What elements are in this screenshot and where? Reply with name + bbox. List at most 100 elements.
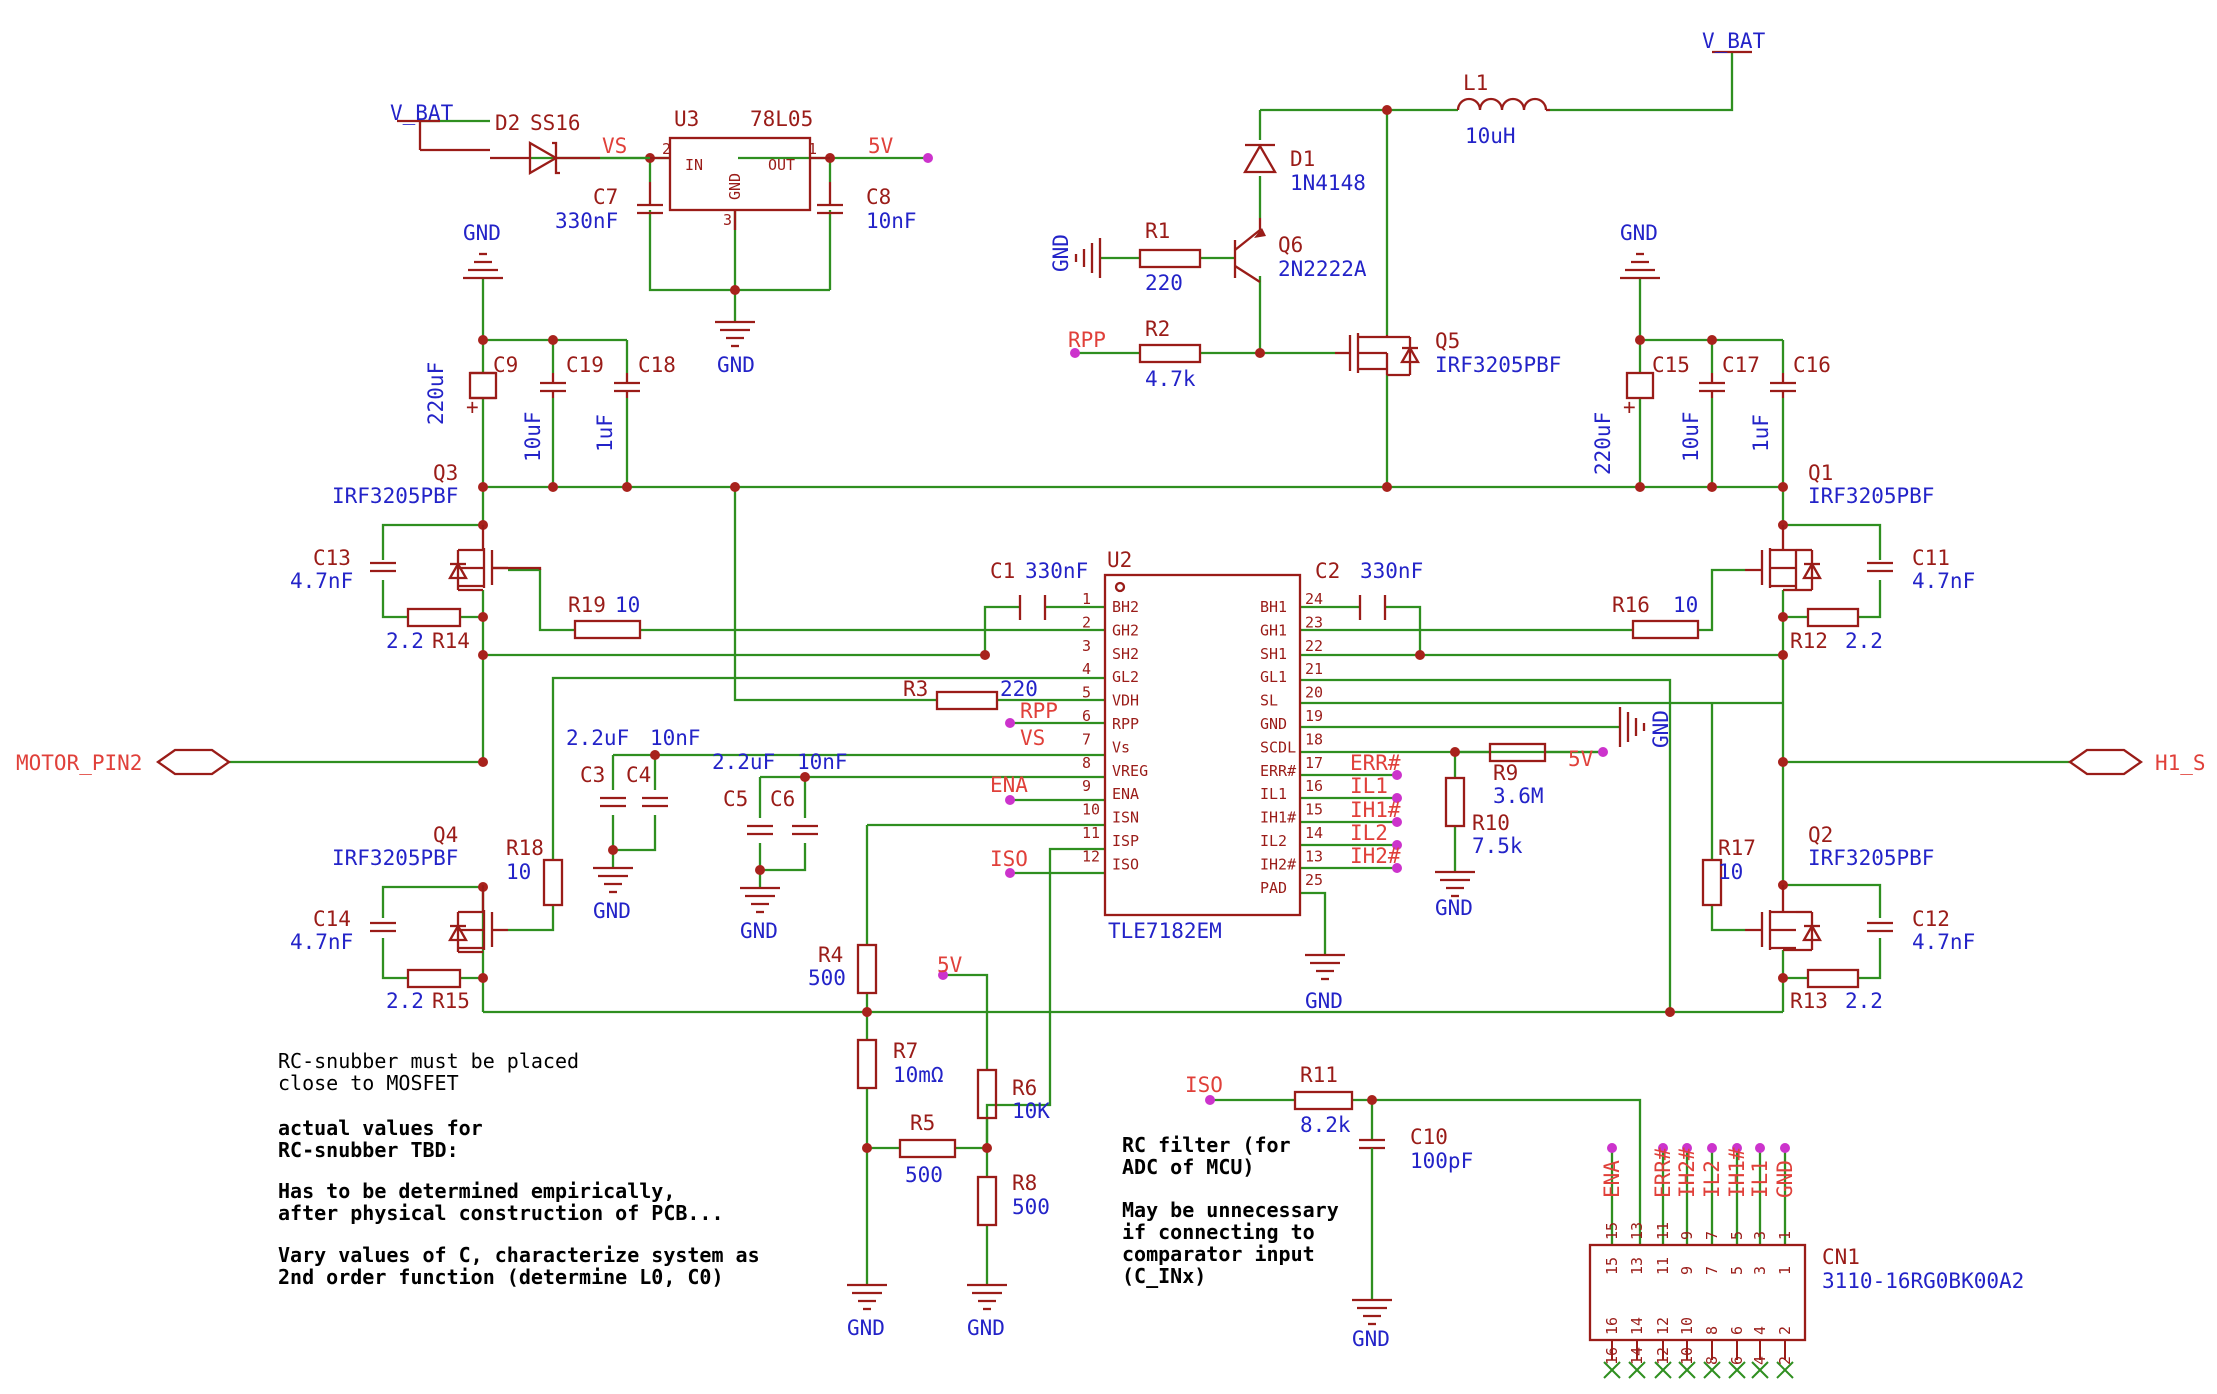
r6-value: 10K — [1012, 1099, 1050, 1123]
c4-value: 10nF — [650, 726, 701, 750]
u2-pin-number: 1 — [1082, 590, 1091, 608]
u2-pin-name: GH1 — [1260, 621, 1287, 639]
u2-pin-number: 6 — [1082, 707, 1091, 725]
wires — [228, 52, 2070, 1300]
c13-value: 4.7nF — [290, 569, 353, 593]
u2-pin-name: ISN — [1112, 809, 1139, 827]
q1-ref: Q1 — [1808, 461, 1833, 485]
cn1-pin-label: ENA — [1600, 1160, 1624, 1198]
u2-pin-name: GL2 — [1112, 668, 1139, 686]
gnd-label-c5: GND — [740, 919, 778, 943]
u2-pin-name: VREG — [1112, 762, 1148, 780]
c9-ref: C9 — [493, 353, 518, 377]
c2-value: 330nF — [1360, 559, 1423, 583]
cn1-pin-label: IL1 — [1748, 1160, 1772, 1198]
c14-ref: C14 — [313, 907, 351, 931]
cn1-top-number: 15 — [1603, 1222, 1621, 1240]
u2-pin-name: VDH — [1112, 692, 1139, 710]
cn1-bottom-inside: 14 — [1628, 1317, 1646, 1335]
u2-pin-number: 5 — [1082, 684, 1091, 702]
net-rpp-u2: RPP — [1020, 699, 1058, 723]
note-rc-1: RC filter (for — [1122, 1133, 1291, 1157]
c12-value: 4.7nF — [1912, 930, 1975, 954]
u2-pin-name: SH2 — [1112, 645, 1139, 663]
r1-ref: R1 — [1145, 219, 1170, 243]
junctions — [478, 105, 1788, 1153]
cn1-pin-label: IH1# — [1725, 1147, 1749, 1198]
c9-value: 220uF — [424, 362, 448, 425]
u3-value: 78L05 — [750, 107, 813, 131]
c3-value: 2.2uF — [566, 726, 629, 750]
u2-pin-number: 13 — [1305, 847, 1323, 865]
note-snubber-1: RC-snubber must be placed — [278, 1049, 579, 1073]
c13-ref: C13 — [313, 546, 351, 570]
r14-ref: R14 — [432, 629, 470, 653]
note-actual-1: actual values for — [278, 1116, 483, 1140]
r16-value: 10 — [1673, 593, 1698, 617]
c14-value: 4.7nF — [290, 930, 353, 954]
u2-pin-number: 18 — [1305, 730, 1323, 748]
c11-ref: C11 — [1912, 546, 1950, 570]
svg-text:+: + — [1623, 395, 1636, 419]
net-vs-top: VS — [602, 134, 627, 158]
c8-value: 10nF — [866, 209, 917, 233]
net-pads[interactable] — [923, 153, 1790, 1153]
c12-ref: C12 — [1912, 907, 1950, 931]
u3-pin1: 1 — [808, 140, 817, 158]
d2-ref: D2 — [495, 111, 520, 135]
note-may-4: (C_INx) — [1122, 1264, 1206, 1288]
c4-ref: C4 — [626, 763, 651, 787]
net-err: ERR# — [1350, 751, 1401, 775]
r12-ref: R12 — [1790, 629, 1828, 653]
u2-pin-number: 16 — [1305, 777, 1323, 795]
q6-ref: Q6 — [1278, 233, 1303, 257]
c11-value: 4.7nF — [1912, 569, 1975, 593]
u2-pin-name: IH2# — [1260, 855, 1296, 873]
q2-ref: Q2 — [1808, 823, 1833, 847]
net-iso-r11: ISO — [1185, 1073, 1223, 1097]
cn1-bottom-inside: 16 — [1603, 1317, 1621, 1335]
cn1-bottom-inside: 12 — [1654, 1317, 1672, 1335]
u2-pin-name: ISP — [1112, 832, 1139, 850]
net-5v-r9: 5V — [1568, 747, 1594, 771]
u2-pin-number: 7 — [1082, 730, 1091, 748]
net-vs-u2: VS — [1020, 726, 1045, 750]
q4-ref: Q4 — [433, 823, 458, 847]
cn1-top-number: 13 — [1628, 1222, 1646, 1240]
gnd-label-pad: GND — [1305, 989, 1343, 1013]
net-vbat-right: V_BAT — [1702, 29, 1766, 53]
q4-value: IRF3205PBF — [332, 846, 458, 870]
r2-ref: R2 — [1145, 317, 1170, 341]
net-h1-s: H1_S — [2155, 751, 2206, 775]
u2-pin-number: 22 — [1305, 637, 1323, 655]
u2-pin-name: GH2 — [1112, 621, 1139, 639]
u2-pin-name: GND — [1260, 715, 1287, 733]
net-5v-top: 5V — [868, 134, 894, 158]
u2-pin-number: 3 — [1082, 637, 1091, 655]
d1-value: 1N4148 — [1290, 171, 1366, 195]
c3-ref: C3 — [580, 763, 605, 787]
c5-ref: C5 — [723, 787, 748, 811]
u2-pin-name: SCDL — [1260, 738, 1296, 756]
gnd-label-u2: GND — [1649, 710, 1673, 748]
gnd-label-r7: GND — [847, 1316, 885, 1340]
u2-pin-name: ERR# — [1260, 762, 1296, 780]
supply-symbols — [397, 50, 1752, 1326]
c18-ref: C18 — [638, 353, 676, 377]
note-vary-1: Vary values of C, characterize system as — [278, 1243, 760, 1267]
cn1-top-inside: 9 — [1678, 1266, 1696, 1275]
r5-ref: R5 — [910, 1111, 935, 1135]
c16-ref: C16 — [1793, 353, 1831, 377]
l1-value: 10uH — [1465, 124, 1516, 148]
r17-value: 10 — [1718, 860, 1743, 884]
c7-ref: C7 — [593, 185, 618, 209]
cn1-bottom-inside: 8 — [1703, 1326, 1721, 1335]
u2-pin-name: SL — [1260, 692, 1278, 710]
cn1-bottom-number: 6 — [1728, 1356, 1746, 1365]
r9-ref: R9 — [1493, 761, 1518, 785]
u2-pin-number: 20 — [1305, 684, 1323, 702]
c1-value: 330nF — [1025, 559, 1088, 583]
note-actual-2: RC-snubber TBD: — [278, 1138, 459, 1162]
u2-pin-name: SH1 — [1260, 645, 1287, 663]
